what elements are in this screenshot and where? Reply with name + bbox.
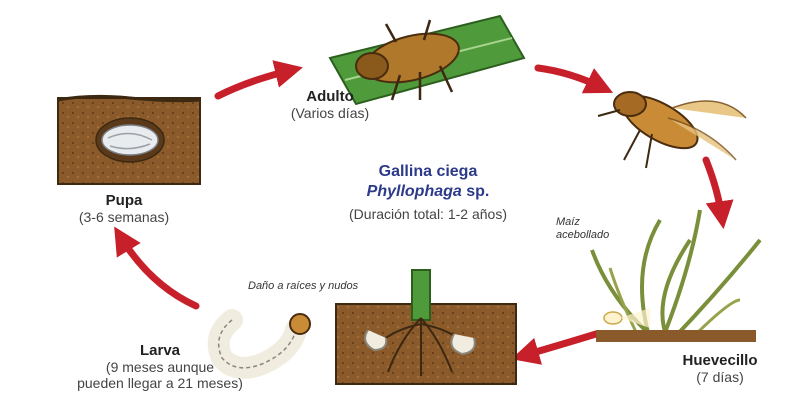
corn-annotation-line2: acebollado — [556, 229, 609, 242]
common-name: Gallina ciega — [318, 162, 538, 182]
stage-duration-pupa: (3-6 semanas) — [64, 209, 184, 225]
total-duration: (Duración total: 1-2 años) — [318, 206, 538, 224]
stage-name-adult: Adulto — [270, 88, 390, 105]
stage-label-adult: Adulto (Varios días) — [270, 88, 390, 121]
damage-annotation: Daño a raíces y nudos — [248, 280, 358, 293]
corn-plant-illustration — [592, 210, 760, 342]
stage-duration-larva-line2: pueden llegar a 21 meses) — [40, 375, 280, 391]
arrow-adult-to-flying — [538, 68, 603, 88]
stage-name-pupa: Pupa — [64, 192, 184, 209]
arrow-egg-to-larva — [522, 334, 596, 356]
corn-annotation: Maíz acebollado — [556, 216, 609, 241]
stage-duration-larva-line1: (9 meses aunque — [40, 359, 280, 375]
stage-name-egg: Huevecillo — [660, 352, 780, 369]
stage-label-larva: Larva (9 meses aunque pueden llegar a 21… — [40, 342, 280, 391]
pupa-illustration — [58, 96, 200, 184]
center-title: Gallina ciega Phyllophaga sp. (Duración … — [318, 162, 538, 224]
scientific-name: Phyllophaga sp. — [318, 182, 538, 202]
genus-name: Phyllophaga — [367, 183, 462, 200]
stage-duration-egg: (7 días) — [660, 369, 780, 385]
stage-label-egg: Huevecillo (7 días) — [660, 352, 780, 385]
arrow-flying-to-egg — [706, 160, 722, 218]
species-suffix: sp. — [462, 183, 490, 200]
root-damage-illustration — [336, 270, 516, 384]
arrow-larva-to-pupa — [120, 236, 196, 306]
stage-label-pupa: Pupa (3-6 semanas) — [64, 192, 184, 225]
stage-name-larva: Larva — [40, 342, 280, 359]
stage-duration-adult: (Varios días) — [270, 105, 390, 121]
corn-annotation-line1: Maíz — [556, 216, 609, 229]
flying-beetle-illustration — [598, 85, 746, 168]
